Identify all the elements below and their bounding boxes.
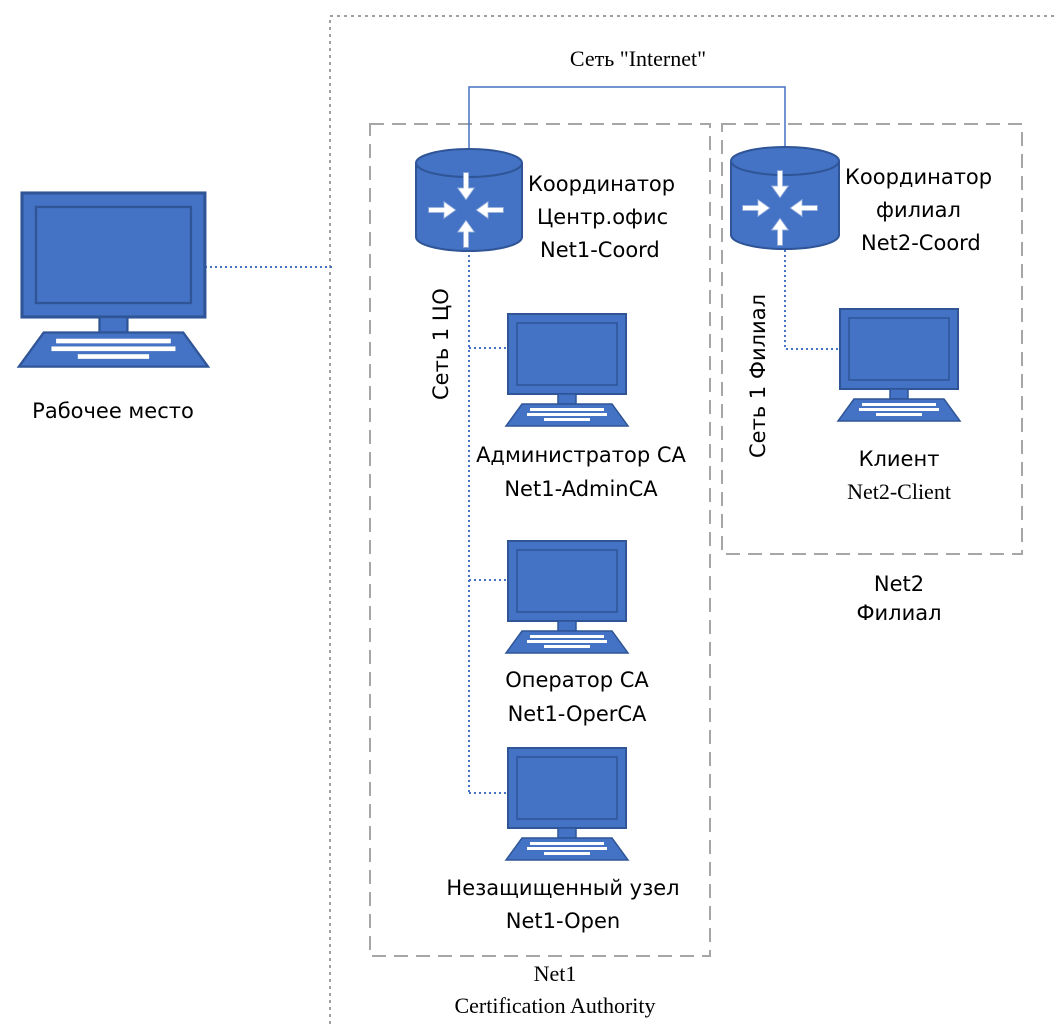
net1-oper-line1: Оператор СА <box>505 668 649 692</box>
net1-admin-line2: Net1-AdminCA <box>504 477 658 501</box>
net2-client-line2: Net2-Client <box>847 479 951 504</box>
net2-segment-label: Сеть 1 Филиал <box>746 294 770 458</box>
net2-title: Net2 <box>873 572 925 596</box>
outer-boundary <box>329 15 1056 1024</box>
net1-admin-computer-icon <box>505 313 629 427</box>
net1-open-computer-icon <box>505 747 629 861</box>
net2-boundary <box>721 123 1023 555</box>
net2-coordinator-router-icon <box>730 146 840 250</box>
net2-coordinator-line3: Net2-Coord <box>861 231 981 255</box>
net1-coordinator-router-icon <box>415 148 523 252</box>
net1-admin-line1: Администратор СА <box>476 443 686 467</box>
net1-boundary <box>369 123 711 957</box>
net1-open-line1: Незащищенный узел <box>446 876 680 900</box>
workstation-label: Рабочее место <box>32 399 194 423</box>
net1-oper-line2: Net1-OperCA <box>507 702 647 726</box>
net1-segment-label: Сеть 1 ЦО <box>429 288 453 400</box>
workstation-computer-icon <box>17 191 210 369</box>
net2-subtitle: Филиал <box>856 601 942 625</box>
net1-coordinator-line2: Центр.офис <box>537 205 669 229</box>
net2-coordinator-line2: филиал <box>876 198 961 222</box>
net1-coordinator-line1: Координатор <box>528 172 676 196</box>
internet-link <box>468 86 786 150</box>
net1-title: Net1 <box>533 961 577 986</box>
net2-client-line1: Клиент <box>858 447 940 471</box>
net1-oper-computer-icon <box>505 540 629 654</box>
internet-label: Сеть "Internet" <box>569 46 707 71</box>
net2-trunk <box>784 250 840 350</box>
net1-subtitle: Certification Authority <box>454 993 656 1018</box>
net2-coordinator-line1: Координатор <box>845 165 993 189</box>
net1-coordinator-line3: Net1-Coord <box>540 238 660 262</box>
net1-open-line2: Net1-Open <box>505 909 621 933</box>
net2-client-computer-icon <box>837 308 961 422</box>
